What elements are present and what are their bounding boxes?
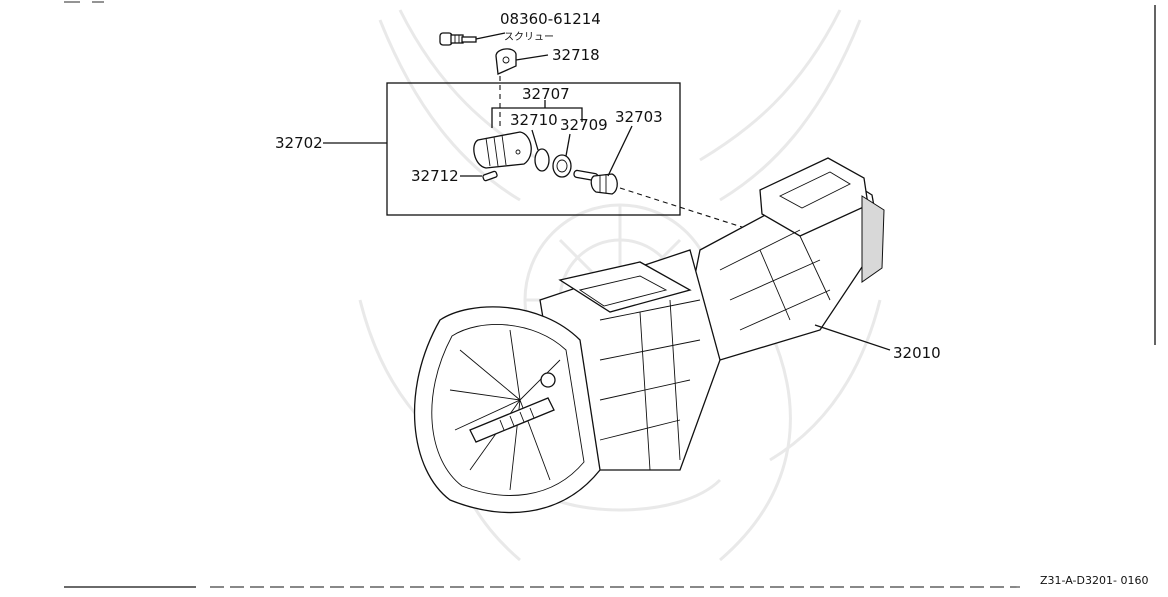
seal-part-number: 32709: [560, 116, 608, 134]
sleeve-assembly-part-number: 32707: [522, 85, 570, 103]
o-ring-part: [534, 148, 550, 172]
transmission-part-number: 32010: [893, 344, 941, 362]
o-ring-part-number: 32710: [510, 111, 558, 129]
plate-part: [495, 48, 517, 75]
speedometer-assembly-part-number: 32702: [275, 134, 323, 152]
figure-code: Z31-A-D3201- 0160: [1040, 574, 1148, 587]
oil-seal-part: [552, 154, 572, 178]
sleeve-bracket: [491, 107, 583, 128]
driven-gear-leader-line: [607, 125, 633, 177]
speedometer-sleeve-part: [473, 131, 532, 169]
driven-gear-part-number: 32703: [615, 108, 663, 126]
pin-part: [482, 170, 498, 182]
transmission-part: [413, 157, 885, 514]
screw-part: [439, 32, 477, 46]
plate-leader-line: [515, 54, 549, 61]
o-ring-leader-line: [531, 129, 539, 151]
pin-part-number: 32712: [411, 167, 459, 185]
seal-leader-line: [565, 133, 571, 157]
screw-leader-line: [475, 32, 506, 40]
driven-gear-part: [573, 169, 618, 195]
screw-name-label: スクリュー: [504, 31, 554, 43]
screw-part-number: 08360-61214: [500, 10, 601, 28]
transmission-leader-line: [814, 324, 891, 351]
speedometer-assembly-box: [386, 82, 681, 216]
gear-alignment-line: [619, 187, 746, 229]
plate-part-number: 32718: [552, 46, 600, 64]
